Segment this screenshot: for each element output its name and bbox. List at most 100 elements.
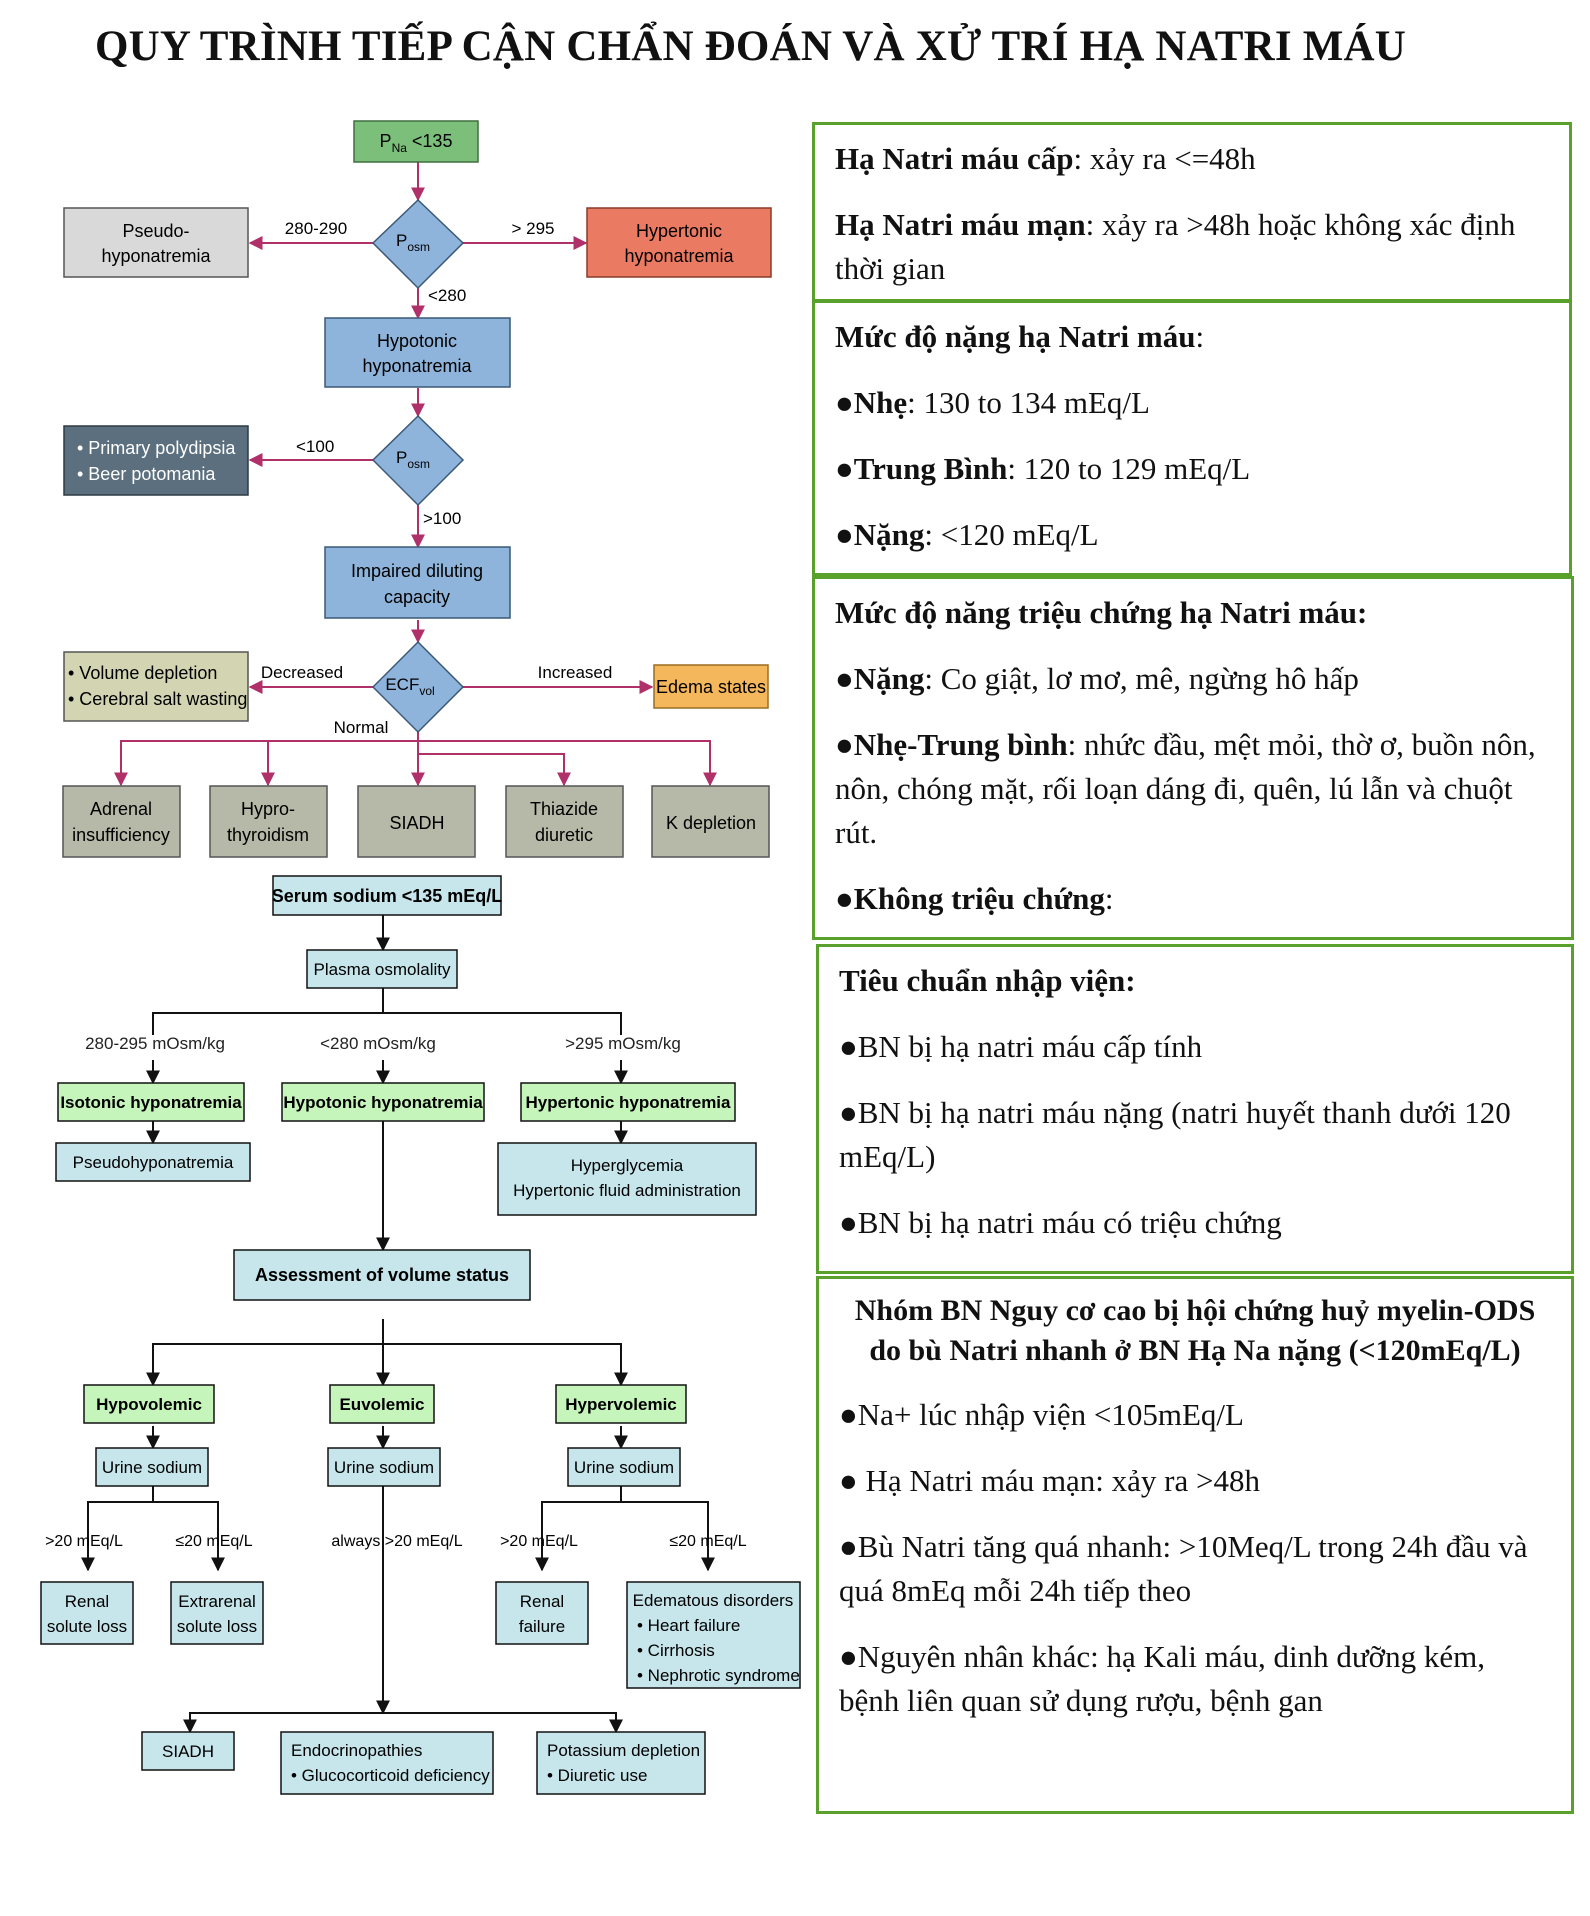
panel-ods-risk: Nhóm BN Nguy cơ cao bị hội chứng huỷ mye…	[816, 1276, 1574, 1814]
volume-box	[63, 651, 249, 722]
svg-text:Normal: Normal	[334, 718, 389, 737]
pseudo-label: Pseudo-	[122, 221, 189, 241]
hypertonic2-box	[520, 1082, 736, 1122]
cause-thiazide	[505, 785, 624, 858]
endocrino-box	[280, 1731, 494, 1795]
svg-text:Extrarenal: Extrarenal	[178, 1592, 255, 1611]
svg-text:>20 mEq/L: >20 mEq/L	[500, 1533, 578, 1550]
svg-text:<280: <280	[428, 286, 466, 305]
svg-text:Edema states: Edema states	[656, 677, 766, 697]
svg-text:K depletion: K depletion	[666, 813, 756, 833]
svg-text:• Beer potomania: • Beer potomania	[77, 464, 216, 484]
pseudo-box	[63, 207, 249, 278]
siadh2-box	[141, 1731, 235, 1771]
edema-box	[653, 664, 769, 709]
svg-text:• Primary polydipsia: • Primary polydipsia	[77, 438, 236, 458]
svg-text:Hypertonic hyponatremia: Hypertonic hyponatremia	[526, 1093, 732, 1112]
svg-text:Hyperglycemia: Hyperglycemia	[571, 1156, 684, 1175]
svg-text:Renal: Renal	[65, 1592, 109, 1611]
svg-text:≤20 mEq/L: ≤20 mEq/L	[175, 1533, 252, 1550]
serum-box	[272, 875, 502, 916]
hypervolemic-box	[555, 1384, 687, 1424]
svg-text:<280 mOsm/kg: <280 mOsm/kg	[320, 1034, 436, 1053]
flowcharts: PNa <135 Posm Pseudo- hyponatremia Hyper…	[40, 120, 801, 1795]
svg-text:• Volume depletion: • Volume depletion	[68, 663, 217, 683]
svg-text:SIADH: SIADH	[389, 813, 444, 833]
start-node	[353, 120, 479, 163]
svg-text:• Glucocorticoid deficiency: • Glucocorticoid deficiency	[291, 1766, 490, 1785]
posm-decision-1	[371, 198, 465, 290]
svg-text:• Heart failure: • Heart failure	[637, 1616, 740, 1635]
assessment-box	[233, 1249, 531, 1301]
extrarenal-box	[170, 1581, 264, 1645]
svg-text:Posm: Posm	[396, 448, 430, 471]
svg-text:hyponatremia: hyponatremia	[101, 246, 211, 266]
svg-text:Edematous disorders: Edematous disorders	[633, 1591, 794, 1610]
renal-failure-box	[495, 1581, 589, 1645]
svg-text:Plasma osmolality: Plasma osmolality	[314, 960, 451, 979]
hypotonic-box	[324, 317, 511, 388]
svg-text:always >20 mEq/L: always >20 mEq/L	[331, 1533, 462, 1550]
svg-text:>295 mOsm/kg: >295 mOsm/kg	[565, 1034, 681, 1053]
svg-text:Pseudohyponatremia: Pseudohyponatremia	[73, 1153, 234, 1172]
pseudohypo-box	[55, 1142, 251, 1182]
hypovolemic-box	[83, 1384, 215, 1424]
svg-text:Hypovolemic: Hypovolemic	[96, 1395, 202, 1414]
panel-severity: Mức độ nặng hạ Natri máu: ●Nhẹ: 130 to 1…	[812, 300, 1572, 576]
svg-text:ECFvol: ECFvol	[385, 675, 434, 698]
isotonic-box	[57, 1082, 245, 1122]
plasma-box	[306, 949, 458, 989]
svg-text:• Nephrotic syndrome: • Nephrotic syndrome	[637, 1666, 800, 1685]
svg-text:Isotonic hyponatremia: Isotonic hyponatremia	[60, 1093, 242, 1112]
svg-text:Hypertonic fluid administratio: Hypertonic fluid administration	[513, 1181, 741, 1200]
svg-text:• Diuretic use: • Diuretic use	[547, 1766, 647, 1785]
svg-text:hyponatremia: hyponatremia	[624, 246, 734, 266]
svg-text:Hypotonic hyponatremia: Hypotonic hyponatremia	[283, 1093, 483, 1112]
svg-text:> 295: > 295	[511, 219, 554, 238]
svg-text:Decreased: Decreased	[261, 663, 343, 682]
svg-text:Thiazide: Thiazide	[530, 799, 598, 819]
cause-thyroid	[209, 785, 328, 858]
svg-text:Urine sodium: Urine sodium	[574, 1458, 674, 1477]
cause-siadh	[357, 785, 476, 858]
svg-text:≤20 mEq/L: ≤20 mEq/L	[669, 1533, 746, 1550]
cause-k-depletion	[651, 785, 770, 858]
svg-text:hyponatremia: hyponatremia	[362, 356, 472, 376]
svg-text:Serum sodium <135 mEq/L: Serum sodium <135 mEq/L	[272, 886, 503, 906]
svg-text:thyroidism: thyroidism	[227, 825, 309, 845]
svg-text:Urine sodium: Urine sodium	[334, 1458, 434, 1477]
panel-acute-chronic: Hạ Natri máu cấp: xảy ra <=48h Hạ Natri …	[812, 122, 1572, 302]
svg-text:Hypertonic: Hypertonic	[636, 221, 722, 241]
svg-text:Urine sodium: Urine sodium	[102, 1458, 202, 1477]
svg-text:failure: failure	[519, 1617, 565, 1636]
urine-sodium-3	[567, 1447, 681, 1487]
urine-sodium-2	[327, 1447, 441, 1487]
svg-text:Impaired diluting: Impaired diluting	[351, 561, 483, 581]
impaired-box	[324, 546, 511, 619]
svg-text:>20 mEq/L: >20 mEq/L	[45, 1533, 123, 1550]
cause-adrenal	[62, 785, 181, 858]
svg-text:Posm: Posm	[396, 231, 430, 254]
svg-text:capacity: capacity	[384, 587, 450, 607]
svg-text:Hypotonic: Hypotonic	[377, 331, 457, 351]
svg-text:280-295 mOsm/kg: 280-295 mOsm/kg	[85, 1034, 225, 1053]
svg-text:Hypro-: Hypro-	[241, 799, 295, 819]
edematous-box	[626, 1581, 801, 1689]
svg-text:Euvolemic: Euvolemic	[339, 1395, 424, 1414]
flowchart-1	[114, 162, 717, 787]
potassium-box	[536, 1731, 706, 1795]
euvolemic-box	[329, 1384, 435, 1424]
svg-text:Endocrinopathies: Endocrinopathies	[291, 1741, 422, 1760]
hypotonic2-box	[281, 1082, 485, 1122]
ecf-decision	[371, 640, 465, 734]
panel-symptoms: Mức độ năng triệu chứng hạ Natri máu: ●N…	[812, 576, 1574, 940]
svg-text:Hypervolemic: Hypervolemic	[565, 1395, 677, 1414]
svg-text:SIADH: SIADH	[162, 1742, 214, 1761]
svg-text:• Cerebral salt wasting: • Cerebral salt wasting	[68, 689, 247, 709]
flowchart-2	[81, 915, 715, 1734]
svg-text:280-290: 280-290	[285, 219, 347, 238]
posm-decision-2	[371, 414, 465, 507]
svg-text:solute loss: solute loss	[47, 1617, 127, 1636]
svg-text:Adrenal: Adrenal	[90, 799, 152, 819]
panel-admission: Tiêu chuẩn nhập viện: ●BN bị hạ natri má…	[816, 944, 1574, 1274]
